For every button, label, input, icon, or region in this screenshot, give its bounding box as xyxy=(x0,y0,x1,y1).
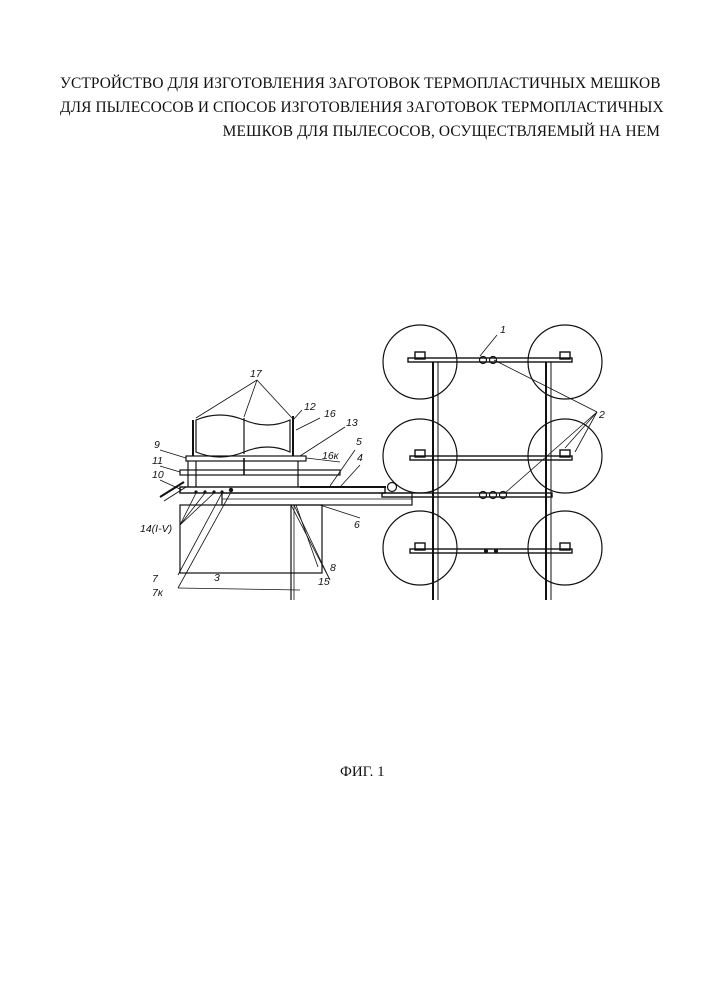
label-7k: 7к xyxy=(152,587,164,599)
upper-plate-9 xyxy=(186,456,306,461)
label-7: 7 xyxy=(152,573,159,585)
label-15: 15 xyxy=(318,576,330,588)
label-3: 3 xyxy=(214,572,220,584)
roll-bottom-right xyxy=(528,511,602,585)
figure-caption: ФИГ. 1 xyxy=(340,764,385,781)
label-10: 10 xyxy=(152,469,164,481)
label-6: 6 xyxy=(354,519,360,531)
label-1: 1 xyxy=(500,324,506,336)
label-2: 2 xyxy=(598,409,605,421)
label-14: 14(I-V) xyxy=(140,523,172,535)
rack-shelf-middle xyxy=(410,456,572,460)
label-9: 9 xyxy=(154,439,160,451)
rack-shelf-bottom xyxy=(410,549,572,553)
upper-plate-11 xyxy=(180,470,340,475)
label-17: 17 xyxy=(250,368,263,380)
label-11: 11 xyxy=(152,455,163,467)
label-12: 12 xyxy=(304,401,316,413)
rack-shelf-lower xyxy=(382,493,552,497)
label-5: 5 xyxy=(356,436,362,448)
table-body xyxy=(180,505,322,573)
roll-bottom-left xyxy=(383,511,457,585)
label-4: 4 xyxy=(357,452,363,464)
label-13: 13 xyxy=(346,417,358,429)
label-8: 8 xyxy=(330,562,336,574)
bag-form xyxy=(196,415,290,457)
label-16: 16 xyxy=(324,408,336,420)
label-16k: 16к xyxy=(322,450,340,462)
